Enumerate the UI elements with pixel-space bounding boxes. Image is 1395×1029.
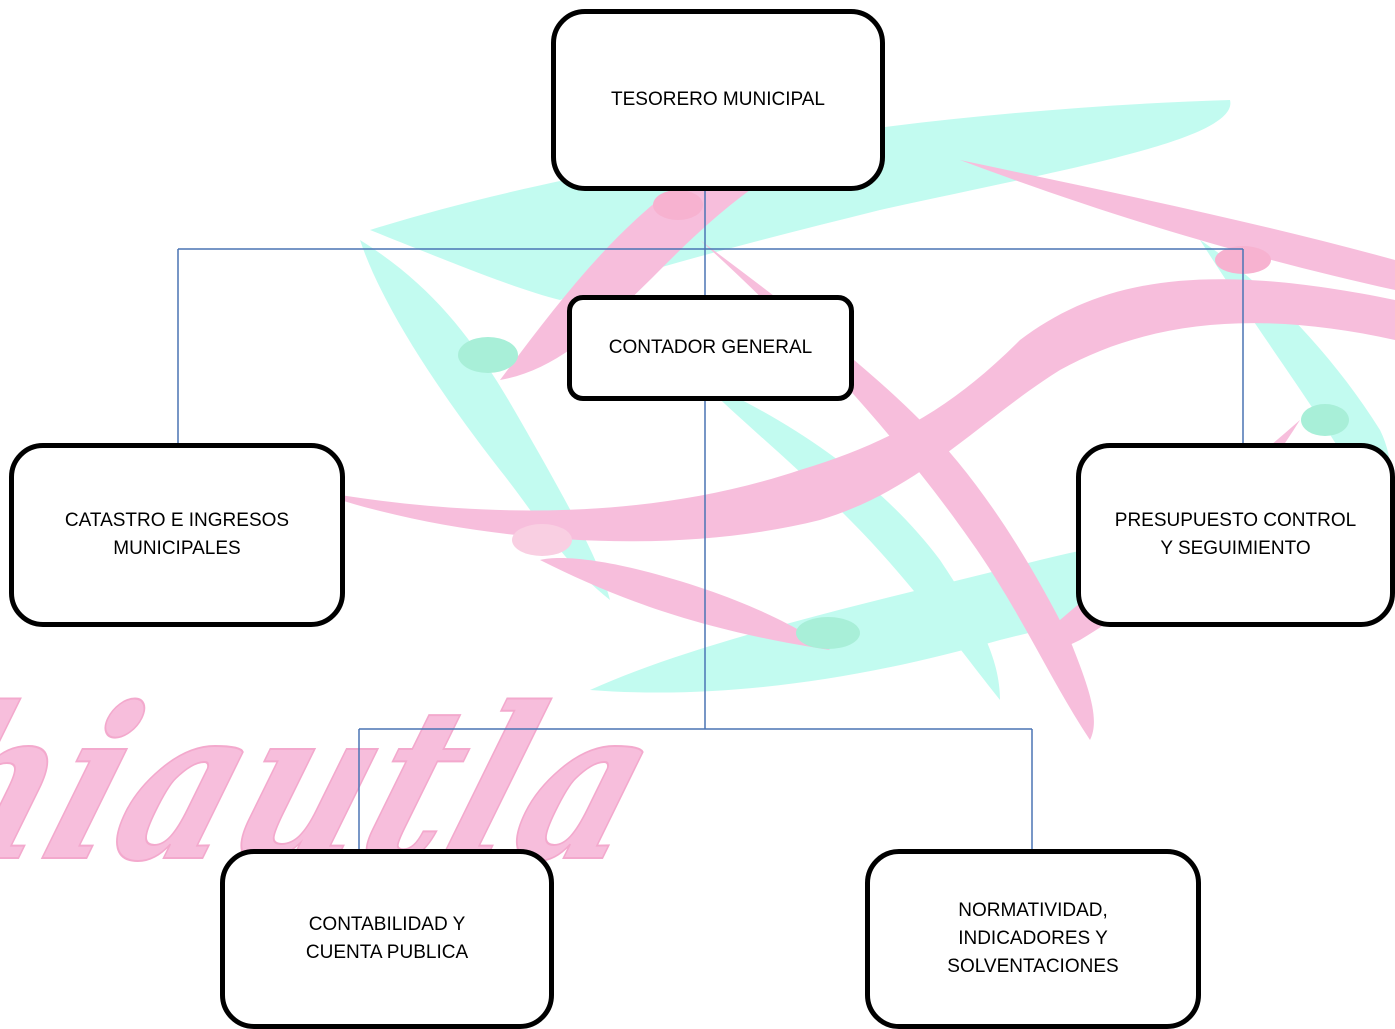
watermark-pink-swirl-bottom <box>540 558 830 650</box>
node-catastro-label: CATASTRO E INGRESOS MUNICIPALES <box>64 510 290 559</box>
node-tesorero-label: TESORERO MUNICIPAL <box>611 89 825 110</box>
watermark-pink-swirl-main <box>310 279 1395 542</box>
node-normatividad-indicadores: NORMATIVIDAD, INDICADORES Y SOLVENTACION… <box>865 849 1201 1029</box>
node-contador-label: CONTADOR GENERAL <box>608 337 813 358</box>
watermark-dot-5 <box>796 617 860 649</box>
node-contabilidad-label: CONTABILIDAD Y CUENTA PUBLICA <box>305 914 469 963</box>
node-catastro-ingresos: CATASTRO E INGRESOS MUNICIPALES <box>9 443 345 627</box>
watermark-cyan-swirl-left <box>360 240 610 600</box>
node-tesorero-municipal: TESORERO MUNICIPAL <box>551 9 885 191</box>
watermark-dot-1 <box>458 337 518 373</box>
watermark-dot-4 <box>512 524 572 556</box>
node-normatividad-label: NORMATIVIDAD, INDICADORES Y SOLVENTACION… <box>947 900 1119 977</box>
node-contabilidad-cuenta-publica: CONTABILIDAD Y CUENTA PUBLICA <box>220 849 554 1029</box>
watermark-dot-2 <box>653 190 703 220</box>
node-presupuesto-control: PRESUPUESTO CONTROL Y SEGUIMIENTO <box>1076 443 1395 627</box>
watermark-pink-swirl-right <box>960 160 1395 290</box>
watermark-cyan-swirl-top <box>370 100 1231 300</box>
node-contador-general: CONTADOR GENERAL <box>567 295 854 401</box>
node-presupuesto-label: PRESUPUESTO CONTROL Y SEGUIMIENTO <box>1114 510 1357 559</box>
watermark-dot-6 <box>1301 404 1349 436</box>
